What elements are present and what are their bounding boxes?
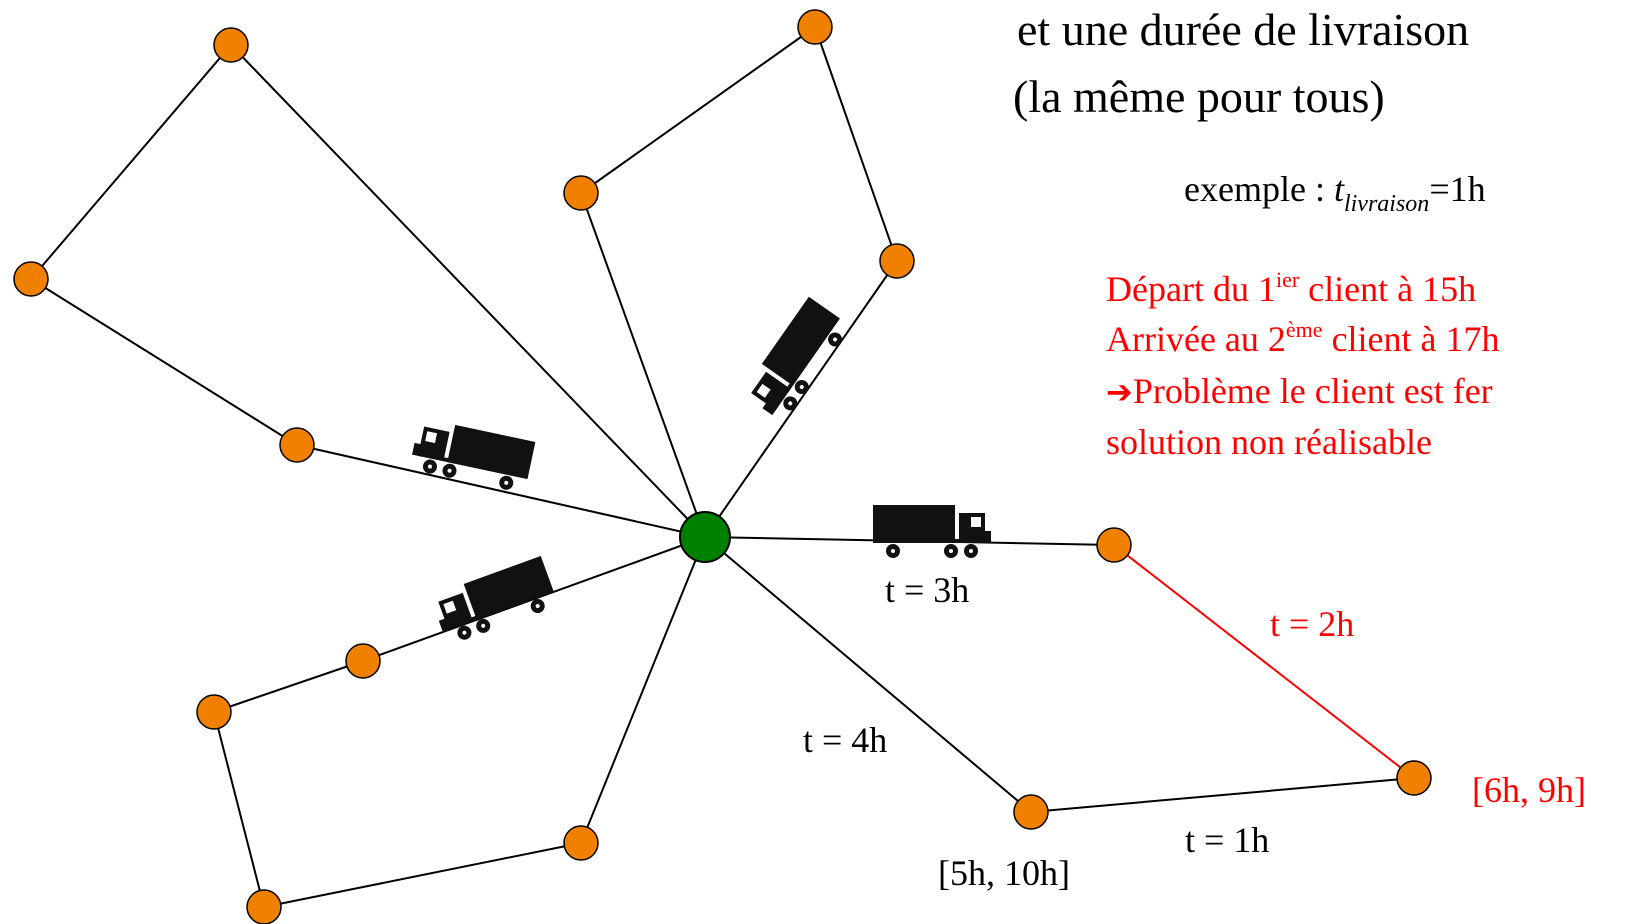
truck-icon xyxy=(429,555,559,647)
edge xyxy=(704,536,1032,813)
label-t4: t = 4h xyxy=(803,720,888,760)
example-subscript: livraison xyxy=(1343,191,1430,217)
client-nodes xyxy=(13,9,1432,924)
client-node xyxy=(1096,527,1132,563)
edge xyxy=(580,536,706,844)
client-node xyxy=(1013,794,1049,830)
client-node xyxy=(279,427,315,463)
problem-line-2-b: client à 17h xyxy=(1322,319,1500,359)
edge xyxy=(213,660,364,713)
route-edges xyxy=(30,26,1415,908)
truck-icon xyxy=(741,296,853,424)
client-node xyxy=(196,694,232,730)
truck-icon xyxy=(873,505,991,558)
depot-node xyxy=(679,511,731,563)
problem-line-2-sup: ème xyxy=(1285,317,1323,342)
intro-line-2: (la même pour tous) xyxy=(1013,71,1385,122)
problem-line-3: ➔Problème le client est fer xyxy=(1106,370,1631,413)
edge xyxy=(30,44,232,280)
label-t2: t = 2h xyxy=(1270,604,1355,644)
edge xyxy=(814,26,898,262)
example-suffix: =1h xyxy=(1429,169,1486,209)
problem-line-2-a: Arrivée au 2 xyxy=(1106,319,1286,359)
problem-line-1-sup: ier xyxy=(1275,267,1300,292)
problem-line-1-b: client à 15h xyxy=(1299,269,1477,309)
edge xyxy=(30,278,298,446)
edge xyxy=(1030,777,1415,813)
edge xyxy=(230,44,706,538)
label-t1: t = 1h xyxy=(1185,820,1270,860)
edge xyxy=(296,444,706,538)
edge xyxy=(580,192,706,538)
label-t3: t = 3h xyxy=(885,570,970,610)
example-prefix: exemple : xyxy=(1184,169,1334,209)
client-node xyxy=(345,643,381,679)
intro-line-1: et une durée de livraison xyxy=(1017,4,1470,55)
client-node xyxy=(246,889,282,924)
client-node xyxy=(1396,760,1432,796)
client-node xyxy=(563,825,599,861)
example-variable: t xyxy=(1333,169,1344,209)
edge xyxy=(263,842,582,908)
problem-line-1-a: Départ du 1 xyxy=(1106,269,1276,309)
problem-line-4: solution non réalisable xyxy=(1106,422,1432,462)
edge xyxy=(362,536,706,662)
time-window-2: [6h, 9h] xyxy=(1472,770,1586,810)
time-window-1: [5h, 10h] xyxy=(938,853,1070,893)
edge xyxy=(213,711,265,908)
client-node xyxy=(13,261,49,297)
infeasible-edge xyxy=(1113,544,1415,779)
client-node xyxy=(213,27,249,63)
example-formula: exemple : tlivraison=1h xyxy=(1184,168,1486,216)
client-node xyxy=(797,9,833,45)
problem-line-1: Départ du 1ier client à 15h xyxy=(1106,268,1476,310)
client-node xyxy=(879,243,915,279)
edge xyxy=(580,26,816,194)
client-node xyxy=(563,175,599,211)
problem-line-3-text: Problème le client est fer xyxy=(1132,371,1493,411)
edge xyxy=(704,260,898,538)
arrow-right-icon: ➔ xyxy=(1106,373,1133,411)
problem-line-2: Arrivée au 2ème client à 17h xyxy=(1106,318,1500,360)
truck-icon xyxy=(408,417,536,494)
